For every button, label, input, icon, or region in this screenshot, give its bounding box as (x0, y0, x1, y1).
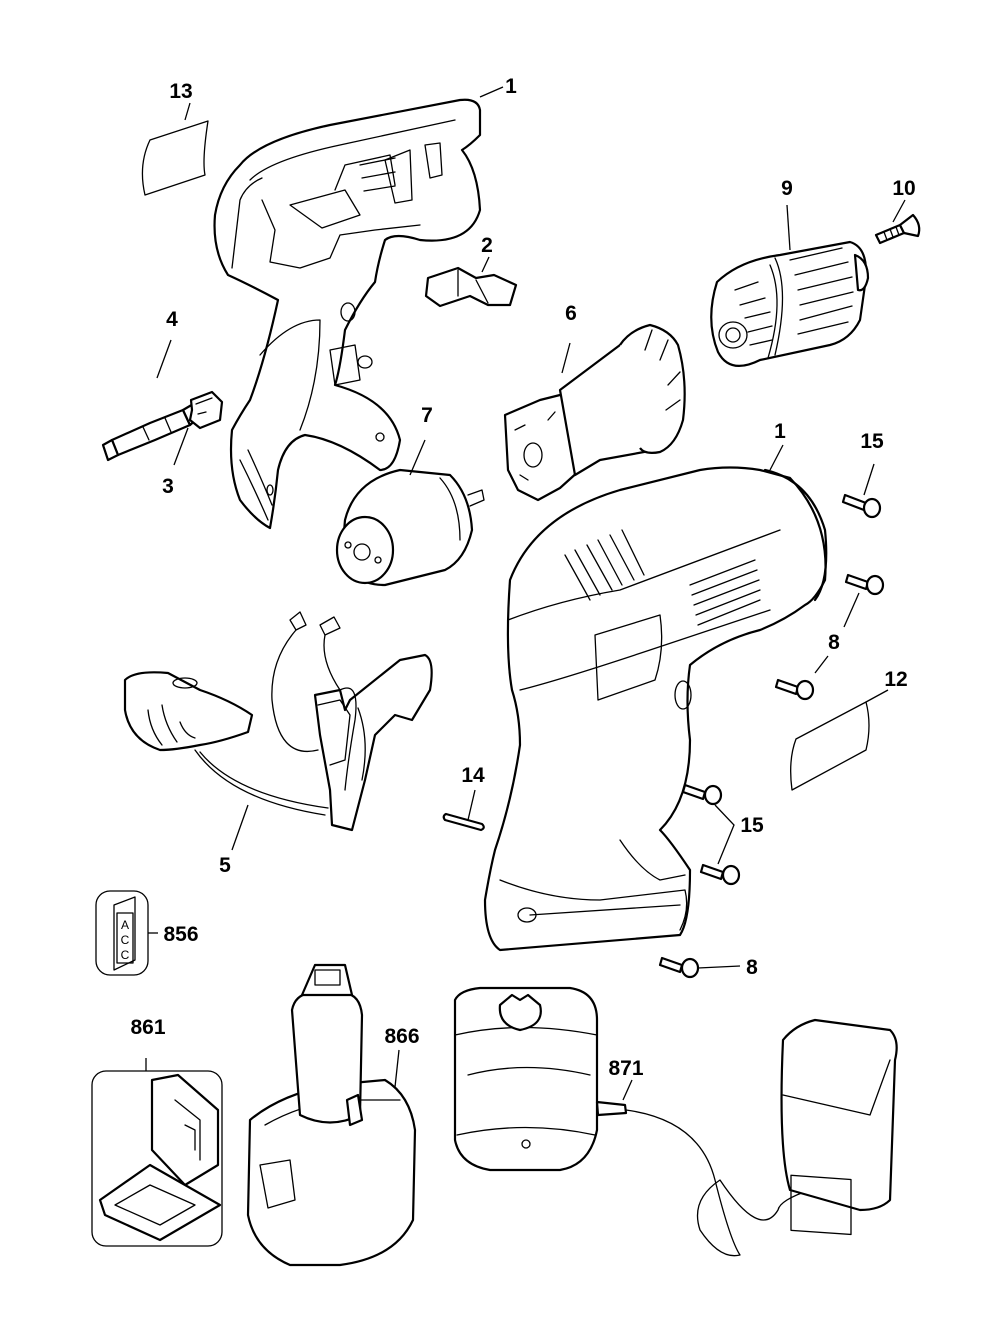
callout-3: 3 (162, 475, 174, 498)
part-12-label-card: 12 (790, 668, 908, 791)
callout-10: 10 (892, 177, 915, 200)
callout-15-pair: 15 (740, 814, 764, 837)
callout-1-right: 1 (774, 420, 786, 443)
callout-7: 7 (421, 404, 433, 427)
callout-5: 5 (219, 854, 231, 877)
callout-12: 12 (884, 668, 907, 691)
part-4-bit: 4 (101, 308, 207, 462)
callout-8-bottom: 8 (746, 956, 758, 979)
part-6-gearbox: 6 (503, 302, 686, 502)
part-5-switch-assembly: 5 (123, 611, 433, 877)
part-1-housing-right: 1 (483, 420, 828, 952)
callout-6: 6 (565, 302, 577, 325)
part-1-housing-left: 1 (213, 75, 517, 530)
part-10-screw: 10 (874, 177, 921, 245)
part-14-pin: 14 (442, 764, 485, 832)
callout-2: 2 (481, 234, 493, 257)
callout-14: 14 (461, 764, 485, 787)
part-9-chuck: 9 (710, 177, 870, 368)
acc-text-c1: C (121, 933, 130, 947)
callout-856: 856 (163, 923, 198, 946)
callout-9: 9 (781, 177, 793, 200)
part-871-charger: 871 (453, 986, 898, 1257)
callout-4: 4 (166, 308, 178, 331)
part-866-battery: 866 (246, 963, 420, 1267)
callout-15-top: 15 (860, 430, 884, 453)
part-3-clip: 3 (162, 390, 224, 498)
part-861-case: 861 (91, 1016, 223, 1247)
part-15-screw-pair: 15 (681, 783, 764, 886)
callout-871: 871 (608, 1057, 643, 1080)
callout-861: 861 (130, 1016, 165, 1039)
part-13-label-card: 13 (141, 80, 209, 196)
part-8-screw-upper: 8 (774, 573, 885, 701)
part-856-accessory: A C C 856 (95, 890, 199, 976)
part-7-motor: 7 (335, 404, 485, 587)
part-2-button: 2 (424, 234, 518, 308)
acc-text-a: A (121, 918, 129, 932)
callout-8-mid: 8 (828, 631, 840, 654)
callout-866: 866 (384, 1025, 419, 1048)
acc-text-c2: C (121, 948, 130, 962)
callout-13: 13 (169, 80, 192, 103)
part-8-screw-bottom: 8 (658, 956, 758, 979)
part-15-screw-top: 15 (841, 430, 884, 519)
callout-1-top: 1 (505, 75, 517, 98)
